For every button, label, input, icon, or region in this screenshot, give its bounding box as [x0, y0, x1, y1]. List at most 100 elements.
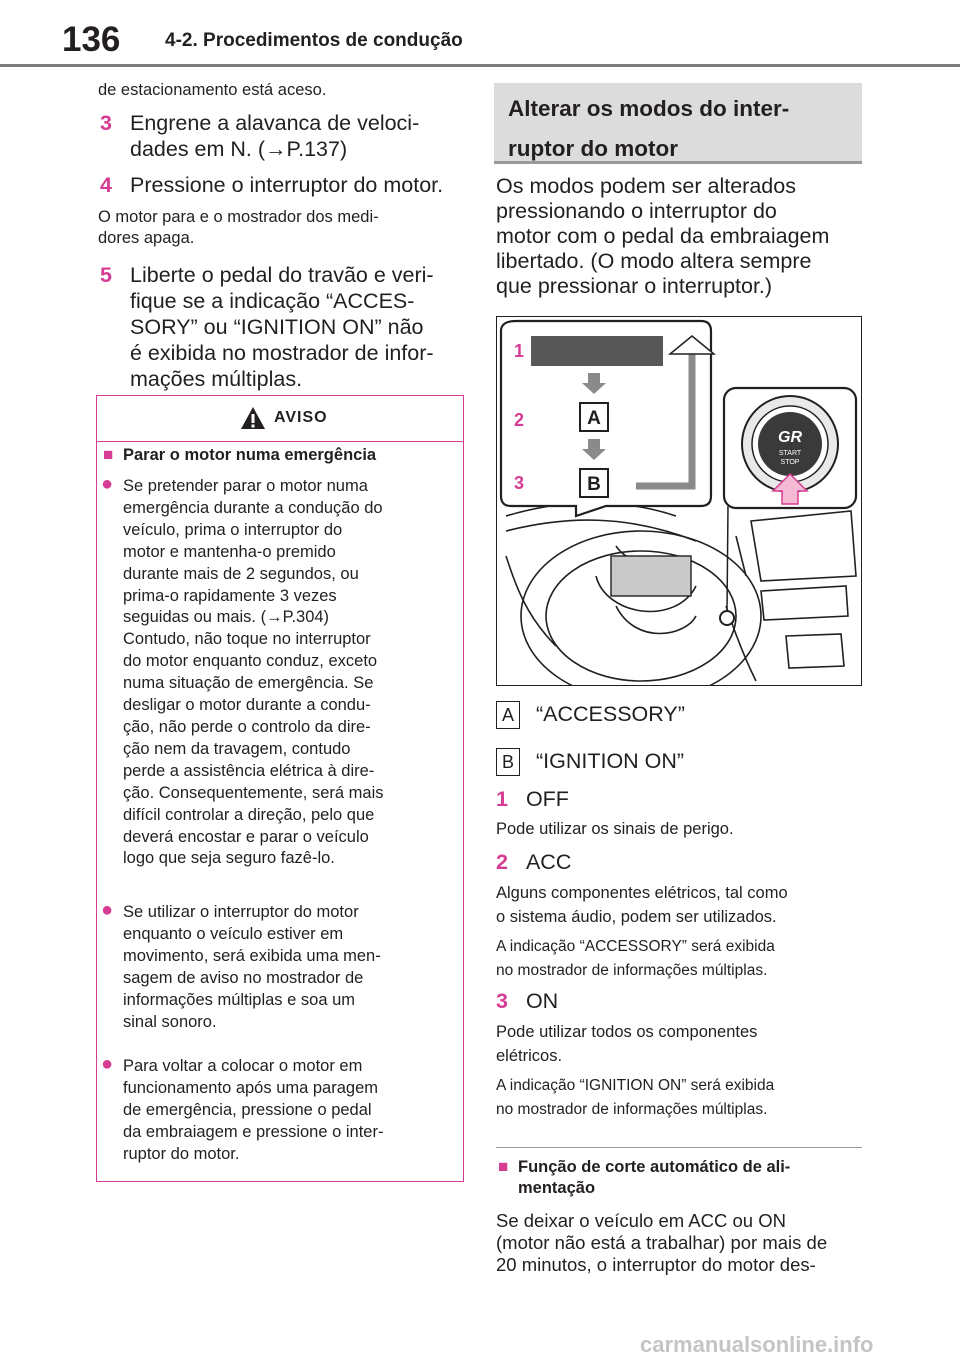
note-line: no mostrador de informações múltiplas. — [496, 1101, 768, 1118]
warning-text-line: prima-o rapidamente 3 vezes — [123, 586, 337, 605]
mode-a-label: A — [587, 408, 601, 429]
warning-text-line: sinal sonoro. — [123, 1012, 217, 1031]
warning-text-line: difícil controlar a direção, pelo que — [123, 805, 375, 824]
mode-acc: 2 ACC — [496, 850, 572, 874]
sub-text: Se deixar o veículo em ACC ou ON(motor n… — [496, 1210, 827, 1276]
mode-acc-note: A indicação “ACCESSORY” será exibida no m… — [496, 935, 775, 983]
warning-text-line: Para voltar a colocar o motor em — [123, 1057, 363, 1075]
figure-label-2: 2 — [514, 410, 524, 430]
watermark: carmanualsonline.info — [640, 1332, 874, 1357]
start-label: START — [779, 450, 802, 457]
warning-heading: ■ Parar o motor numa emergência — [103, 445, 377, 464]
section-heading: Alterar os modos do inter- — [508, 96, 790, 121]
step-4: 4 Pressione o interruptor do motor. — [100, 172, 500, 198]
warning-text-line: veículo, prima o interruptor do — [123, 520, 343, 539]
step-text-line: SORY” ou “IGNITION ON” não — [130, 315, 424, 339]
warning-text-line: Se pretender parar o motor numa — [123, 477, 368, 495]
warning-header: AVISO — [97, 396, 463, 442]
sub-heading-line: mentação — [518, 1179, 596, 1197]
desc-line: Pode utilizar todos os componentes — [496, 1023, 758, 1041]
sub-heading: ■ Função de corte automático de ali-ment… — [498, 1157, 791, 1199]
step-text-line: é exibida no mostrador de infor- — [130, 341, 434, 365]
header-divider — [0, 64, 960, 67]
page-number: 136 — [62, 20, 121, 59]
warning-box: AVISO ■ Parar o motor numa emergência ● … — [96, 395, 464, 1182]
mode-a-box — [579, 402, 609, 432]
step-text: Liberte o pedal do travão e veri-fique s… — [130, 262, 500, 392]
step-text: Engrene a alavanca de veloci- — [130, 111, 420, 135]
warning-text-line: funcionamento após uma paragem — [123, 1078, 378, 1097]
intro-line: pressionando o interruptor do — [496, 199, 777, 223]
sub-text-line: Se deixar o veículo em ACC ou ON — [496, 1210, 786, 1231]
sub-text-line: (motor não está a trabalhar) por mais de — [496, 1232, 828, 1253]
mode-off-desc: Pode utilizar os sinais de perigo. — [496, 820, 734, 838]
warning-icon — [241, 407, 265, 429]
intro-line: que pressionar o interruptor.) — [496, 274, 773, 298]
warning-text-line: logo que seja seguro fazê-lo. — [123, 849, 335, 868]
intro-line: libertado. (O modo altera sempre — [496, 249, 812, 273]
display-bar — [531, 336, 663, 366]
mode-b-label: B — [587, 474, 601, 495]
mode-b-box — [579, 468, 609, 498]
bullet-icon: ● — [101, 1053, 114, 1075]
intro-line: motor com o pedal da embraiagem — [496, 224, 830, 248]
warning-text-line: de emergência, pressione o pedal — [123, 1100, 372, 1119]
desc-line: elétricos. — [496, 1047, 563, 1065]
warning-bullet-2: ● Se utilizar o interruptor do motor enqu… — [101, 899, 381, 1033]
step-text-line: Liberte o pedal do travão e veri- — [130, 263, 434, 287]
warning-text-line: perde a assistência elétrica à dire- — [123, 761, 375, 780]
note-line: A indicação “ACCESSORY” será exibida — [496, 938, 775, 955]
warning-text-line: ruptor do motor. — [123, 1144, 240, 1163]
warning-text-line: do motor enquanto conduz, exceto — [123, 652, 378, 671]
engine-switch-figure: 1 2 3 A B GR START STOP — [496, 316, 862, 686]
warning-text-line: durante mais de 2 segundos, ou — [123, 564, 359, 583]
figure-label-1: 1 — [514, 341, 524, 361]
warning-text-line: numa situação de emergência. Se — [123, 674, 374, 693]
down-arrow-icon — [582, 373, 606, 460]
step-text: dades em N. (→P.137) — [130, 137, 348, 161]
warning-bullet-3: ● Para voltar a colocar o motor em funcio… — [101, 1053, 383, 1166]
legend-b: B “IGNITION ON” — [496, 747, 684, 776]
section-heading: ruptor do motor — [508, 136, 678, 161]
square-bullet-icon: ■ — [498, 1157, 509, 1176]
section-title: 4-2. Procedimentos de condução — [165, 30, 463, 51]
divider — [496, 1147, 862, 1148]
warning-text-line: desligar o motor durante a condu- — [123, 696, 371, 715]
cycle-arrow-icon — [636, 335, 717, 490]
desc-line: o sistema áudio, podem ser utilizados. — [496, 908, 777, 926]
section-heading-box: Alterar os modos do inter- ruptor do mot… — [494, 83, 862, 164]
sub-text-line: 20 minutos, o interruptor do motor des- — [496, 1254, 816, 1275]
sub-heading-line: Função de corte automático de ali- — [518, 1158, 791, 1176]
warning-text-line: emergência durante a condução do — [123, 498, 383, 517]
bullet-icon: ● — [101, 473, 114, 495]
step-4-note: O motor para e o mostrador dos medi- dor… — [98, 208, 379, 247]
step-text: Pressione o interruptor do motor. — [130, 173, 444, 197]
legend-a: A “ACCESSORY” — [496, 700, 685, 729]
step-number: 3 — [100, 111, 112, 135]
step-text-line: fique se a indicação “ACCES- — [130, 289, 415, 313]
warning-text-line: movimento, será exibida uma men- — [123, 946, 381, 965]
warning-text-line: enquanto o veículo estiver em — [123, 924, 344, 943]
bullet-icon: ● — [101, 899, 114, 921]
legend-badge: B — [496, 748, 520, 776]
step-text-line: mações múltiplas. — [130, 367, 303, 391]
step-number: 4 — [100, 173, 112, 197]
warning-text-line: seguidas ou mais. (→P.304) — [123, 608, 330, 627]
note-line: no mostrador de informações múltiplas. — [496, 962, 768, 979]
legend-badge: A — [496, 701, 520, 729]
warning-text-line: Se utilizar o interruptor do motor — [123, 903, 359, 921]
mode-on-desc: Pode utilizar todos os componentes elétri… — [496, 1020, 757, 1068]
meter-highlight — [610, 555, 692, 597]
warning-text-line: deverá encostar e parar o veículo — [123, 827, 369, 846]
warning-text-line: ção. Consequentemente, será mais — [123, 783, 384, 802]
step-number: 5 — [100, 263, 112, 287]
warning-text-line: informações múltiplas e soa um — [123, 990, 356, 1009]
gr-logo: GR — [778, 429, 802, 446]
square-bullet-icon: ■ — [103, 445, 114, 464]
warning-text-line: motor e mantenha-o premido — [123, 542, 336, 561]
press-arrow-icon — [771, 472, 809, 505]
engine-switch-location-icon — [719, 610, 735, 626]
warning-text-line: sagem de aviso no mostrador de — [123, 968, 364, 987]
